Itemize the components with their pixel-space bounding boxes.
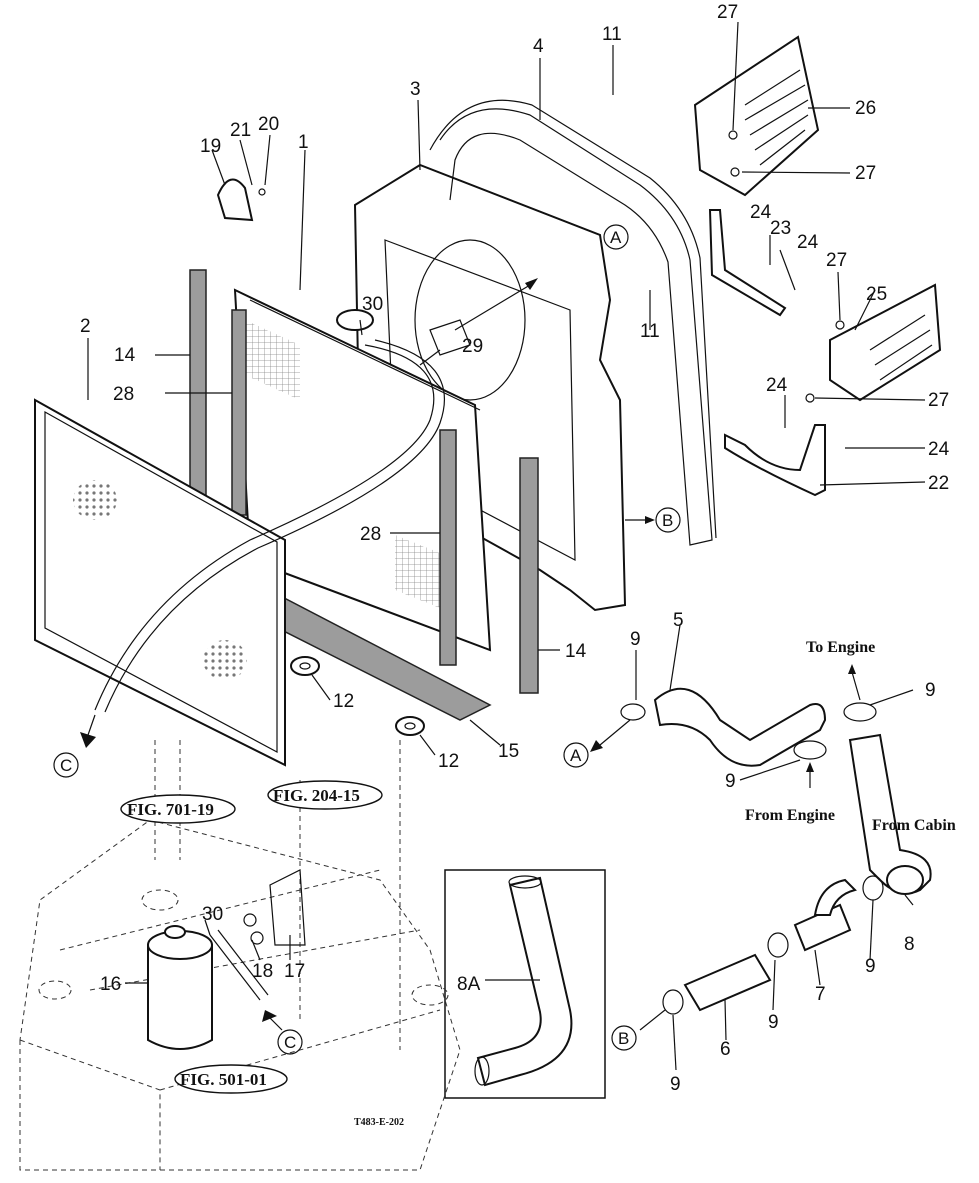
- callout-9b: 9: [925, 680, 936, 701]
- guard-frame: [439, 108, 713, 546]
- seal-28-right: [439, 429, 457, 666]
- drawing-code: T483-E-202: [354, 1117, 404, 1128]
- callout-12a: 12: [333, 691, 354, 712]
- ref-b-1: B: [662, 511, 673, 530]
- callout-28a: 28: [113, 384, 134, 405]
- callout-4: 4: [533, 36, 544, 57]
- callout-5: 5: [673, 610, 684, 631]
- cover-25: [829, 283, 942, 402]
- hose-clamps: [620, 702, 884, 1015]
- callout-9f: 9: [670, 1074, 681, 1095]
- callout-3: 3: [410, 79, 421, 100]
- seal-14-left: [189, 269, 207, 506]
- callout-24d: 24: [928, 439, 950, 460]
- rubber-mount-12a: [290, 656, 320, 676]
- cover-26: [693, 35, 820, 197]
- fig-ref-501-01: FIG. 501-01: [180, 1070, 267, 1089]
- label-to-engine: To Engine: [806, 639, 875, 656]
- callout-6: 6: [720, 1039, 731, 1060]
- callout-23: 23: [770, 218, 791, 239]
- covers-and-brackets: [693, 35, 942, 497]
- seal-28-left: [231, 309, 247, 516]
- label-from-engine: From Engine: [745, 807, 835, 824]
- callout-11a: 11: [602, 24, 622, 45]
- hose-6: [683, 953, 772, 1012]
- callout-24b: 24: [797, 232, 819, 253]
- radiator-assembly: [34, 99, 717, 767]
- callout-18: 18: [252, 961, 273, 982]
- callout-14b: 14: [565, 641, 587, 662]
- bracket-23: [708, 209, 787, 317]
- callout-22: 22: [928, 473, 949, 494]
- overflow-hose: [94, 344, 435, 711]
- callout-9c: 9: [725, 771, 736, 792]
- callout-29: 29: [462, 336, 483, 357]
- label-from-cabin: From Cabin: [872, 817, 956, 834]
- callout-27a: 27: [717, 2, 738, 23]
- seal-14-right: [519, 457, 539, 694]
- callout-11b: 11: [640, 321, 660, 342]
- callout-12b: 12: [438, 751, 459, 772]
- bracket-22: [724, 424, 826, 497]
- ref-c-1: C: [60, 756, 72, 775]
- callout-labels: 1 2 3 4 5 6 7 8 8A 9 9 9 9 9 9 11 11 12 …: [80, 2, 950, 1095]
- callout-2: 2: [80, 316, 91, 337]
- figure-refs: FIG. 701-19 FIG. 204-15 FIG. 501-01: [120, 780, 383, 1094]
- hose-set: [620, 664, 932, 1015]
- ref-a-2: A: [570, 746, 582, 765]
- callout-9d: 9: [865, 956, 876, 977]
- callout-28b: 28: [360, 524, 381, 545]
- callout-19: 19: [200, 136, 221, 157]
- callout-27c: 27: [826, 250, 847, 271]
- inset-8A: [444, 869, 606, 1099]
- callout-20: 20: [258, 114, 279, 135]
- callout-8a: 8A: [457, 974, 481, 995]
- frame-outline: [19, 740, 461, 1171]
- rubber-mount-12b: [395, 716, 425, 736]
- fig-ref-204-15: FIG. 204-15: [273, 786, 360, 805]
- callout-1: 1: [298, 132, 309, 153]
- callout-26: 26: [855, 98, 876, 119]
- callout-8: 8: [904, 934, 915, 955]
- callout-27b: 27: [855, 163, 876, 184]
- hose-5: [653, 687, 827, 767]
- reservoir-tank: [147, 925, 269, 1050]
- callout-9e: 9: [768, 1012, 779, 1033]
- callout-14a: 14: [114, 345, 136, 366]
- callout-24c: 24: [766, 375, 788, 396]
- ref-b-2: B: [618, 1029, 629, 1048]
- fig-ref-701-19: FIG. 701-19: [127, 800, 214, 819]
- callout-27d: 27: [928, 390, 949, 411]
- callout-17: 17: [284, 961, 305, 982]
- callout-15: 15: [498, 741, 519, 762]
- callout-30b: 30: [202, 904, 223, 925]
- circle-refs: A A B B C C: [53, 224, 681, 1055]
- callout-21: 21: [230, 120, 251, 141]
- callout-24a: 24: [750, 202, 772, 223]
- callout-30a: 30: [362, 294, 383, 315]
- ref-a-1: A: [610, 228, 622, 247]
- callout-9a: 9: [630, 629, 641, 650]
- callout-16: 16: [100, 974, 121, 995]
- bracket-19: [216, 178, 254, 222]
- hose-8: [848, 733, 932, 895]
- ref-c-2: C: [284, 1033, 296, 1052]
- callout-7: 7: [815, 984, 826, 1005]
- leader-lines: [87, 21, 926, 1071]
- callout-25: 25: [866, 284, 887, 305]
